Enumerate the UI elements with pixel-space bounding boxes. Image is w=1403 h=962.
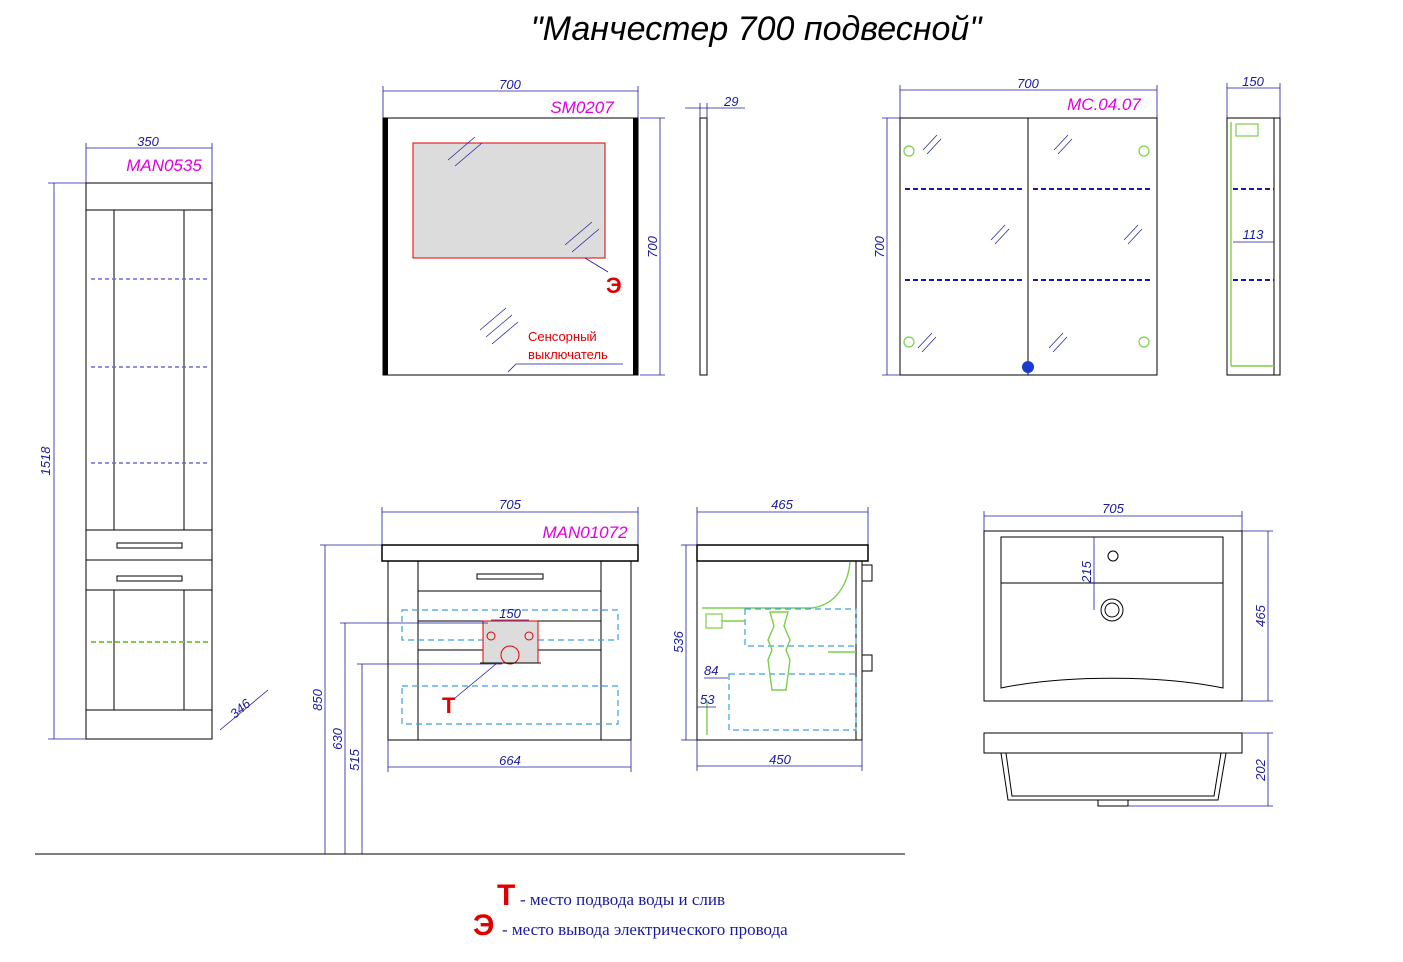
pencil-depth-label: 346	[227, 695, 254, 721]
side-53-label: 53	[700, 692, 715, 707]
basin-tap-label: 215	[1079, 560, 1094, 583]
vanity-body-width-label: 664	[499, 753, 521, 768]
legend: Т - место подвода воды и слив Э - место …	[473, 879, 788, 942]
legend-e-mark: Э	[473, 909, 494, 942]
pencil-height-label: 1518	[38, 446, 53, 476]
vanity-pipe-spacing-label: 150	[499, 606, 521, 621]
mirror-drawing: 700 SM0207 Э Сенсорный выключатель 700 2…	[382, 77, 745, 376]
vanity-850-label: 850	[310, 688, 325, 710]
side-bottom-label: 450	[769, 752, 791, 767]
legend-t-text: - место подвода воды и слив	[520, 890, 725, 909]
legend-e-text: - место вывода электрического провода	[502, 920, 788, 939]
basin-depth-label: 465	[1253, 604, 1268, 626]
mirror-note-line1: Сенсорный	[528, 329, 597, 344]
mirror-note-line2: выключатель	[528, 347, 608, 362]
mirror-width-label: 700	[499, 77, 521, 92]
vanity-t-mark: Т	[442, 693, 456, 718]
vanity-front-drawing: 705 MAN01072 150 Т 664 850 630 515	[310, 497, 639, 854]
mirror-depth-label: 29	[723, 94, 738, 109]
vanity-top-width-label: 705	[499, 497, 521, 512]
cabinet-depth-label: 150	[1242, 74, 1264, 89]
pencil-case-drawing: 350 MAN0535 1518 346	[38, 134, 269, 740]
vanity-side-drawing: 465 84 53 536 450	[671, 497, 873, 771]
cabinet-shelf-label: 113	[1243, 227, 1264, 242]
pencil-width-label: 350	[137, 134, 159, 149]
side-top-label: 465	[771, 497, 793, 512]
cabinet-code-label: MC.04.07	[1067, 95, 1141, 114]
cabinet-width-label: 700	[1017, 76, 1039, 91]
legend-t-mark: Т	[497, 879, 515, 912]
basin-top-drawing: 705 215 465	[983, 501, 1273, 702]
side-height-label: 536	[671, 630, 686, 652]
pencil-code-label: MAN0535	[126, 156, 202, 175]
mirror-code-label: SM0207	[550, 98, 614, 117]
page-title: "Манчестер 700 подвесной"	[531, 10, 984, 48]
basin-height-label: 202	[1253, 758, 1268, 781]
mirror-e-mark: Э	[606, 273, 622, 298]
vanity-code-label: MAN01072	[542, 523, 628, 542]
vanity-515-label: 515	[347, 748, 362, 770]
side-84-label: 84	[704, 663, 718, 678]
mirror-cabinet-drawing: 700 MC.04.07 700 150	[872, 74, 1281, 376]
vanity-630-label: 630	[330, 727, 345, 749]
mirror-height-label: 700	[645, 235, 660, 257]
cabinet-height-label: 700	[872, 235, 887, 257]
basin-side-drawing: 202	[983, 732, 1273, 807]
basin-width-label: 705	[1102, 501, 1124, 516]
